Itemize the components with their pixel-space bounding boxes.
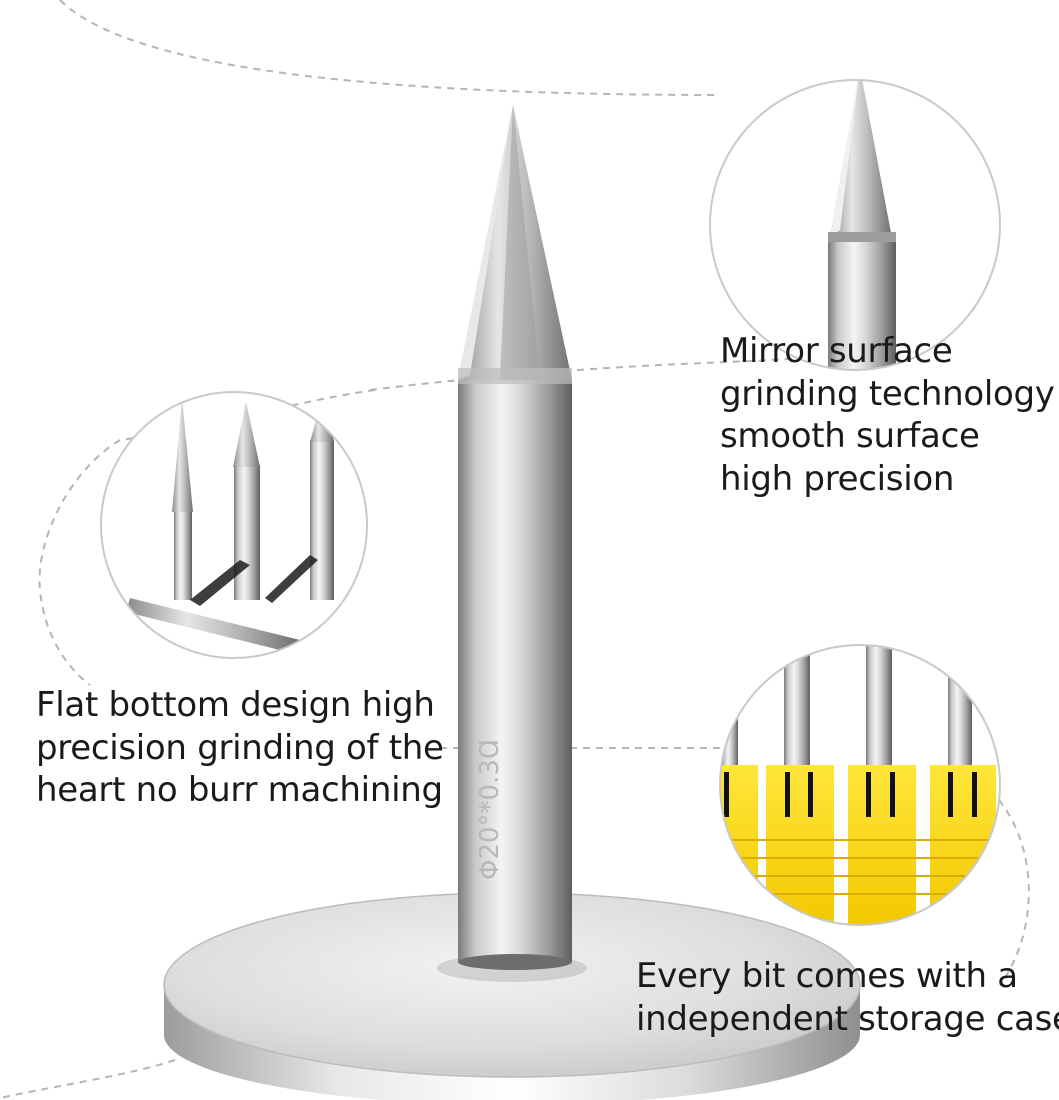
caption-line: heart no burr machining bbox=[36, 770, 443, 810]
caption-line: Every bit comes with a bbox=[636, 956, 1018, 996]
caption-line: grinding technology bbox=[720, 373, 1055, 414]
bit-marking: Φ20°*0.3Ɑ bbox=[475, 739, 505, 880]
caption-mirror-surface: Mirror surface grinding technology smoot… bbox=[720, 330, 1055, 500]
caption-flat-bottom: Flat bottom design high precision grindi… bbox=[36, 684, 444, 812]
detail-circle-cases bbox=[719, 644, 1001, 926]
caption-line: high precision bbox=[720, 458, 955, 499]
caption-line: smooth surface bbox=[720, 416, 980, 456]
caption-line: independent storage case bbox=[636, 998, 1059, 1039]
pedestal-disc bbox=[163, 892, 861, 1100]
engraving-bit: Φ20°*0.3Ɑ bbox=[458, 105, 572, 970]
caption-line: Flat bottom design high bbox=[36, 685, 435, 725]
caption-line: Mirror surface bbox=[720, 331, 953, 371]
caption-line: precision grinding of the bbox=[36, 727, 444, 768]
case-1 bbox=[720, 645, 758, 925]
dashed-connectors bbox=[0, 0, 1030, 1099]
caption-storage-case: Every bit comes with a independent stora… bbox=[636, 955, 1059, 1040]
case-3 bbox=[848, 645, 916, 925]
case-2 bbox=[766, 645, 834, 925]
detail-circle-tip bbox=[709, 79, 1001, 371]
detail-circle-bits bbox=[100, 391, 368, 659]
